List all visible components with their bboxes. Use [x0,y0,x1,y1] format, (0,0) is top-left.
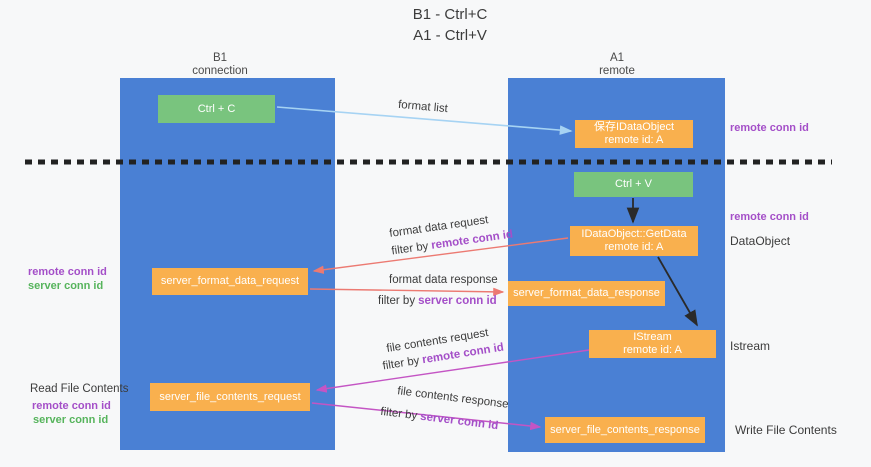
filter-by-text: filter by [379,405,418,423]
lane-header-b1: B1 connection [145,52,295,78]
server-conn-id-text: server conn id [418,295,497,307]
istream-line2: remote id: A [623,344,682,356]
format-list-label: format list [397,98,449,116]
diagram-title: B1 - Ctrl+C A1 - Ctrl+V [300,4,600,46]
filter-by-text: filter by [381,354,421,373]
store-idataobject-line1: 保存IDataObject [593,121,675,133]
idataobject-getdata-box: IDataObject::GetData remote id: A [570,226,698,256]
left-format-remote-conn-id-label: remote conn id [28,266,107,278]
write-file-contents-label: Write File Contents [735,423,837,437]
server-format-data-response-label: server_format_data_response [513,287,660,299]
right-top-remote-conn-id-label: remote conn id [730,122,809,134]
server-format-data-request-label: server_format_data_request [160,275,300,287]
istream-side-label: Istream [730,339,771,353]
right-mid-remote-conn-id-label: remote conn id [730,211,809,223]
server-file-contents-response-box: server_file_contents_response [545,417,705,443]
server-file-contents-request-box: server_file_contents_request [150,383,310,411]
left-file-server-conn-id-label: server conn id [33,414,109,426]
filter-by-text: filter by [390,240,430,258]
server-file-contents-response-label: server_file_contents_response [550,423,700,436]
title-line-1: B1 - Ctrl+C [412,6,488,23]
dataobject-label: DataObject [730,234,791,248]
read-file-contents-label: Read File Contents [30,383,129,395]
file-contents-response-label: file contents response [396,385,510,411]
lane-b1-role: connection [192,65,248,77]
lane-b1-name: B1 [212,52,228,64]
lane-header-a1: A1 remote [542,52,692,78]
istream-line1: IStream [633,331,672,343]
filter-by-text: filter by [378,295,416,307]
left-file-remote-conn-id-label: remote conn id [32,400,111,412]
store-idataobject-box: 保存IDataObject remote id: A [575,120,693,148]
store-idataobject-line2: remote id: A [604,134,664,146]
getdata-line1: IDataObject::GetData [581,228,687,240]
ctrl-v-label: Ctrl + V [615,178,652,190]
ctrl-c-label: Ctrl + C [197,102,236,115]
server-file-contents-request-label: server_file_contents_request [159,390,301,403]
server-format-data-request-box: server_format_data_request [152,268,308,295]
ctrl-c-box: Ctrl + C [158,95,275,123]
format-data-response-label: format data response [389,274,498,286]
left-format-server-conn-id-label: server conn id [28,280,104,292]
server-conn-id-text: server conn id [419,410,499,433]
getdata-line2: remote id: A [604,241,664,253]
title-line-2: A1 - Ctrl+V [413,27,487,44]
format-data-response-arrow [309,287,505,297]
lane-a1-role: remote [599,65,635,77]
ctrl-v-box: Ctrl + V [574,172,693,197]
server-format-data-response-box: server_format_data_response [508,281,665,306]
istream-box: IStream remote id: A [589,330,716,358]
lane-a1-name: A1 [609,52,625,64]
